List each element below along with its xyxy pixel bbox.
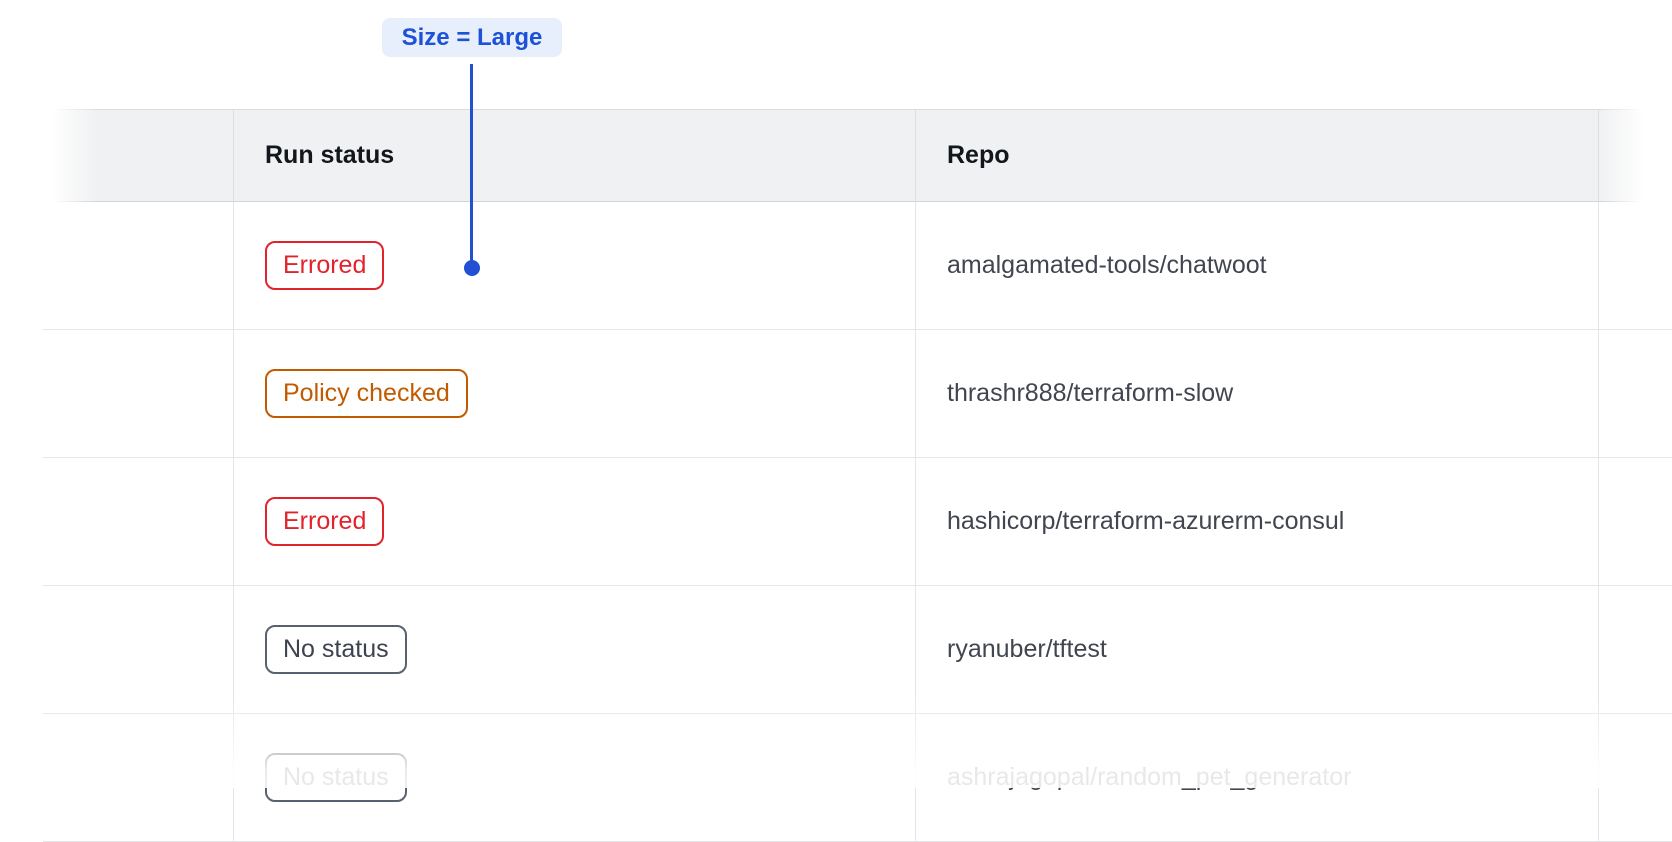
status-badge: Errored	[265, 240, 385, 291]
table-row-cell-repo[interactable]: thrashr888/terraform-slow	[915, 330, 1598, 458]
table-row-cell-spacer	[43, 586, 233, 714]
status-badge: Errored	[265, 496, 385, 547]
header-cell-spacer	[43, 109, 233, 202]
header-cell-trailing	[1598, 109, 1672, 202]
table-row-cell-repo[interactable]: amalgamated-tools/chatwoot	[915, 202, 1598, 330]
table-row-cell-status[interactable]: No status	[233, 714, 915, 842]
table-row-cell-spacer	[43, 202, 233, 330]
table-row-cell-spacer	[43, 714, 233, 842]
table-row-cell-repo[interactable]: ryanuber/tftest	[915, 586, 1598, 714]
runs-table: Run status Repo Errored amalgamated-tool…	[43, 109, 1672, 842]
table-row-cell-status[interactable]: Errored	[233, 202, 915, 330]
table-row-cell-status[interactable]: Policy checked	[233, 330, 915, 458]
annotation-size-large: Size = Large	[382, 18, 562, 57]
table-row-cell-spacer	[43, 330, 233, 458]
status-badge: No status	[265, 624, 407, 675]
annotation-label: Size = Large	[401, 23, 543, 51]
table-row-cell-trailing	[1598, 458, 1672, 586]
table-row-cell-status[interactable]: Errored	[233, 458, 915, 586]
table-row-cell-repo[interactable]: ashrajagopal/random_pet_generator	[915, 714, 1598, 842]
header-cell-repo: Repo	[915, 109, 1598, 202]
table-row-cell-trailing	[1598, 202, 1672, 330]
table-row-cell-trailing	[1598, 330, 1672, 458]
annotation-connector-dot	[464, 260, 480, 276]
header-cell-run-status: Run status	[233, 109, 915, 202]
table-row-cell-spacer	[43, 458, 233, 586]
repo-name: hashicorp/terraform-azurerm-consul	[947, 507, 1345, 535]
table-row-cell-status[interactable]: No status	[233, 586, 915, 714]
status-badge: No status	[265, 752, 407, 803]
table-row-cell-trailing	[1598, 714, 1672, 842]
annotation-connector-line	[470, 64, 473, 261]
repo-name: amalgamated-tools/chatwoot	[947, 251, 1267, 279]
repo-name: ryanuber/tftest	[947, 635, 1107, 663]
repo-name: thrashr888/terraform-slow	[947, 379, 1234, 407]
table-row-cell-repo[interactable]: hashicorp/terraform-azurerm-consul	[915, 458, 1598, 586]
status-badge: Policy checked	[265, 368, 468, 419]
table-row-cell-trailing	[1598, 586, 1672, 714]
